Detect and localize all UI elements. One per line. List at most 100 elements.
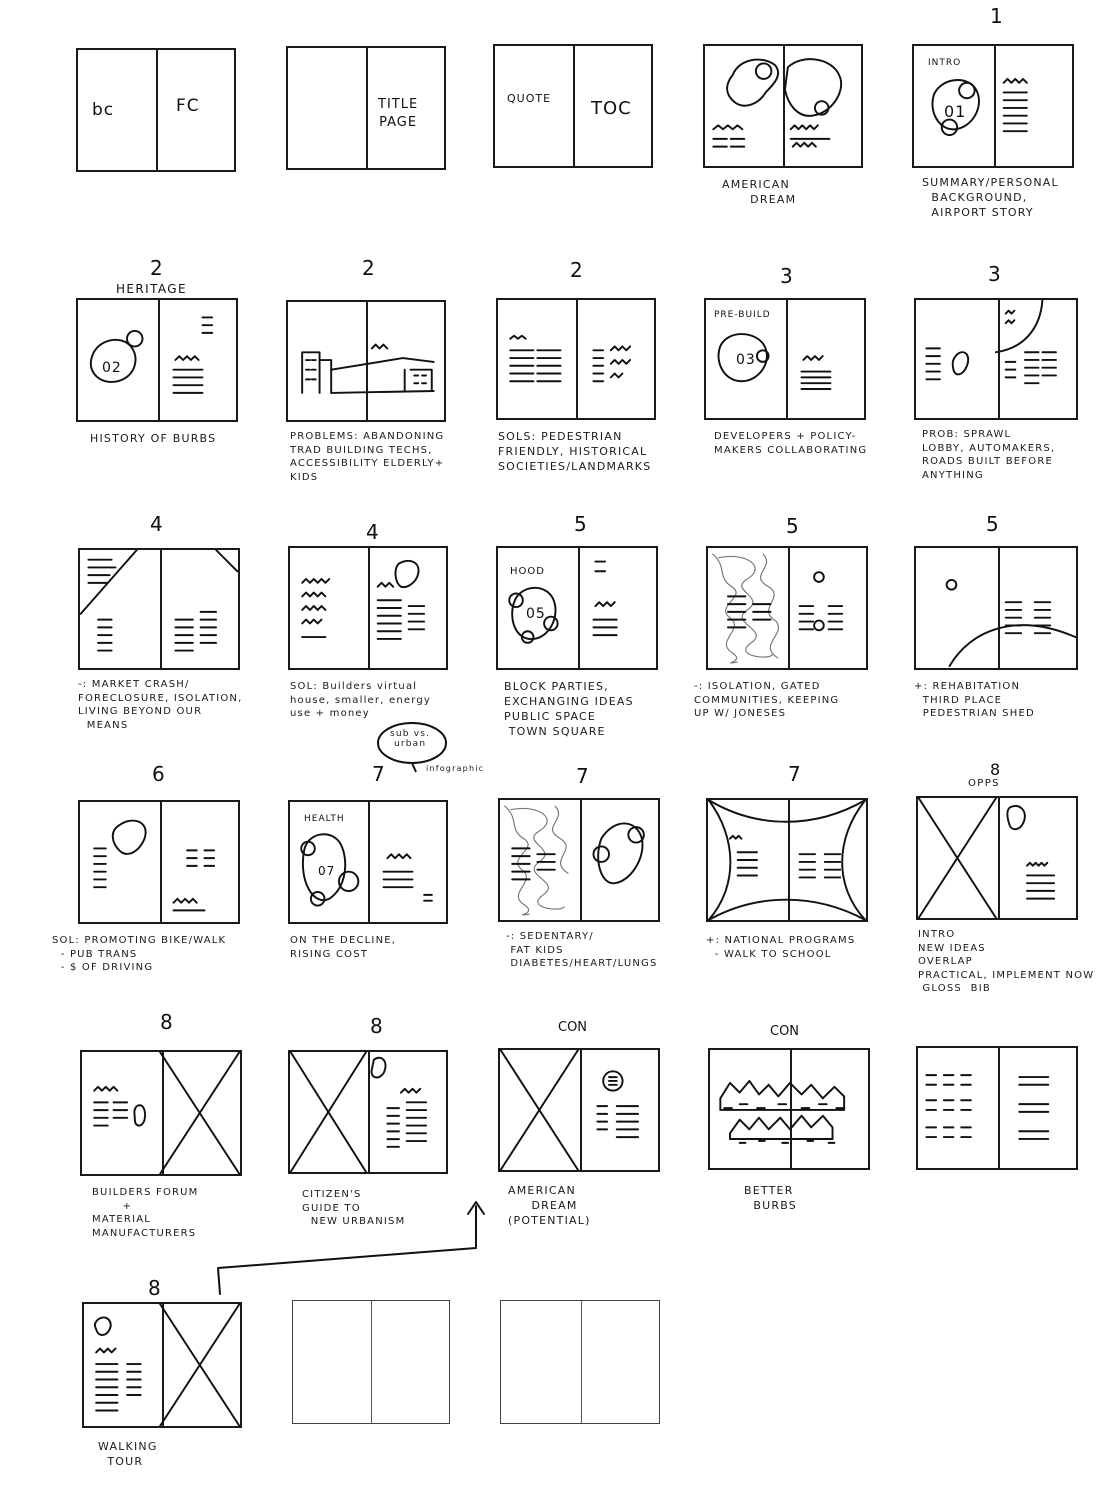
spread-number: CON	[558, 1020, 587, 1035]
spread-back-front-cover[interactable]: bc FC	[76, 48, 236, 172]
spread-national-programs[interactable]	[706, 798, 868, 922]
spread-market-crash[interactable]	[78, 548, 240, 670]
caption-builders-virtual-house: SOL: Builders virtual house, smaller, en…	[290, 680, 431, 721]
spread-number: 5	[574, 512, 587, 536]
spread-rehabitation[interactable]	[914, 546, 1078, 670]
caption-market-crash: -: MARKET CRASH/ FORECLOSURE, ISOLATION,…	[78, 678, 242, 732]
spread-opps[interactable]	[916, 796, 1078, 920]
text-layout-icon	[916, 300, 1076, 418]
section-blob-icon	[706, 300, 864, 418]
placeholder-x-icon	[82, 1052, 240, 1174]
spread-glossary-bibliography[interactable]	[916, 1046, 1078, 1170]
placeholder-x-icon	[84, 1304, 240, 1426]
text-layout-icon	[708, 800, 866, 920]
caption-builders-forum: BUILDERS FORUM + MATERIAL MANUFACTURERS	[92, 1186, 199, 1240]
spread-sedentary[interactable]	[498, 798, 660, 922]
spread-american-dream-potential[interactable]	[498, 1048, 660, 1172]
spread-promoting-bike-walk[interactable]	[78, 800, 240, 924]
text-layout-icon	[80, 550, 238, 668]
caption-health: ON THE DECLINE, RISING COST	[290, 934, 396, 961]
spread-isolation[interactable]	[706, 546, 868, 670]
spread-number: CON	[770, 1024, 799, 1039]
caption-hood: BLOCK PARTIES, EXCHANGING IDEAS PUBLIC S…	[504, 680, 634, 739]
toc-label: TOC	[591, 98, 632, 119]
spread-number: 8	[160, 1010, 173, 1034]
bubble-sub-vs-urban: sub vs. urban	[390, 730, 430, 750]
spread-empty-2[interactable]	[500, 1300, 660, 1424]
spread-health[interactable]: HEALTH 07	[288, 800, 448, 924]
caption-isolation: -: ISOLATION, GATED COMMUNITIES, KEEPING…	[694, 680, 839, 721]
houses-sketch-icon	[710, 1050, 868, 1168]
text-layout-icon	[916, 548, 1076, 668]
spread-number: 8	[370, 1014, 383, 1038]
page-number: 1	[990, 4, 1003, 28]
spread-hood[interactable]: HOOD 05	[496, 546, 658, 670]
caption-problems: PROBLEMS: ABANDONING TRAD BUILDING TECHS…	[290, 430, 444, 484]
quote-label: QUOTE	[507, 92, 551, 105]
caption-sprawl: PROB: SPRAWL LOBBY, AUTOMAKERS, ROADS BU…	[922, 428, 1055, 482]
back-cover-label: bc	[92, 100, 114, 120]
spread-sprawl[interactable]	[914, 298, 1078, 420]
spread-citizens-guide[interactable]	[288, 1050, 448, 1174]
spread-number: 7	[372, 762, 385, 786]
spread-heritage[interactable]: 02	[76, 298, 238, 422]
spread-number: 3	[988, 262, 1001, 286]
caption-walking-tour: WALKING TOUR	[98, 1440, 158, 1470]
scribble-texture-icon	[500, 800, 658, 920]
caption-citizens-guide: CITIZEN'S GUIDE TO NEW URBANISM	[302, 1188, 405, 1229]
spread-number: 8	[990, 760, 1000, 779]
caption-pre-build: DEVELOPERS + POLICY- MAKERS COLLABORATIN…	[714, 430, 867, 457]
caption-heritage: HISTORY OF BURBS	[90, 432, 216, 447]
text-layout-icon	[290, 548, 446, 668]
spread-problems[interactable]	[286, 300, 446, 422]
spread-better-burbs[interactable]	[708, 1048, 870, 1170]
caption-national-programs: +: NATIONAL PROGRAMS - WALK TO SCHOOL	[706, 934, 855, 961]
front-cover-label: FC	[176, 96, 200, 116]
spread-builders-forum[interactable]	[80, 1050, 242, 1176]
infographic-note: infographic	[426, 764, 484, 775]
caption-solutions: SOLS: PEDESTRIAN FRIENDLY, HISTORICAL SO…	[498, 430, 651, 475]
caption-better-burbs: BETTER BURBS	[744, 1184, 797, 1214]
spread-pre-build[interactable]: PRE-BUILD 03	[704, 298, 866, 420]
spread-number: 7	[576, 764, 589, 788]
spread-builders-virtual-house[interactable]	[288, 546, 448, 670]
section-blob-icon	[290, 802, 446, 922]
placeholder-x-icon	[500, 1050, 658, 1170]
caption-rehabitation: +: REHABITATION THIRD PLACE PEDESTRIAN S…	[914, 680, 1035, 721]
section-badge: 07	[318, 864, 335, 878]
caption-american-dream-potential: AMERICAN DREAM (POTENTIAL)	[508, 1184, 591, 1229]
section-badge: 02	[102, 360, 122, 376]
buildings-sketch-icon	[288, 302, 444, 420]
caption-intro: SUMMARY/PERSONAL BACKGROUND, AIRPORT STO…	[922, 176, 1059, 221]
spread-number: 3	[780, 264, 793, 288]
spread-solutions[interactable]	[496, 298, 656, 420]
spread-number: 2	[570, 258, 583, 282]
spread-intro[interactable]: INTRO 01	[912, 44, 1074, 168]
spread-number: 7	[788, 762, 801, 786]
caption-sedentary: -: SEDENTARY/ FAT KIDS DIABETES/HEART/LU…	[506, 930, 658, 971]
spread-walking-tour[interactable]	[82, 1302, 242, 1428]
spread-number: 6	[152, 762, 165, 786]
spread-number: 4	[150, 512, 163, 536]
section-blob-icon	[498, 548, 656, 668]
section-heading: HERITAGE	[116, 282, 187, 296]
spread-american-dream[interactable]	[703, 44, 863, 168]
section-badge: 05	[526, 606, 546, 622]
placeholder-x-icon	[918, 798, 1076, 918]
text-layout-icon	[498, 300, 654, 418]
spread-empty-1[interactable]	[292, 1300, 450, 1424]
spread-number: 2	[362, 256, 375, 280]
caption-opps: INTRO NEW IDEAS OVERLAP PRACTICAL, IMPLE…	[918, 928, 1094, 996]
spread-number: 4	[366, 520, 379, 544]
spread-title-page[interactable]: TITLE PAGE	[286, 46, 446, 170]
section-blob-icon	[80, 802, 238, 922]
spread-number: 8	[148, 1276, 161, 1300]
caption-american-dream: AMERICAN DREAM	[722, 178, 796, 208]
placeholder-x-icon	[290, 1052, 446, 1172]
section-badge: 01	[944, 102, 966, 121]
section-badge: 03	[736, 352, 756, 368]
spread-quote-toc[interactable]: QUOTE TOC	[493, 44, 653, 168]
section-blob-icon	[914, 46, 1072, 166]
